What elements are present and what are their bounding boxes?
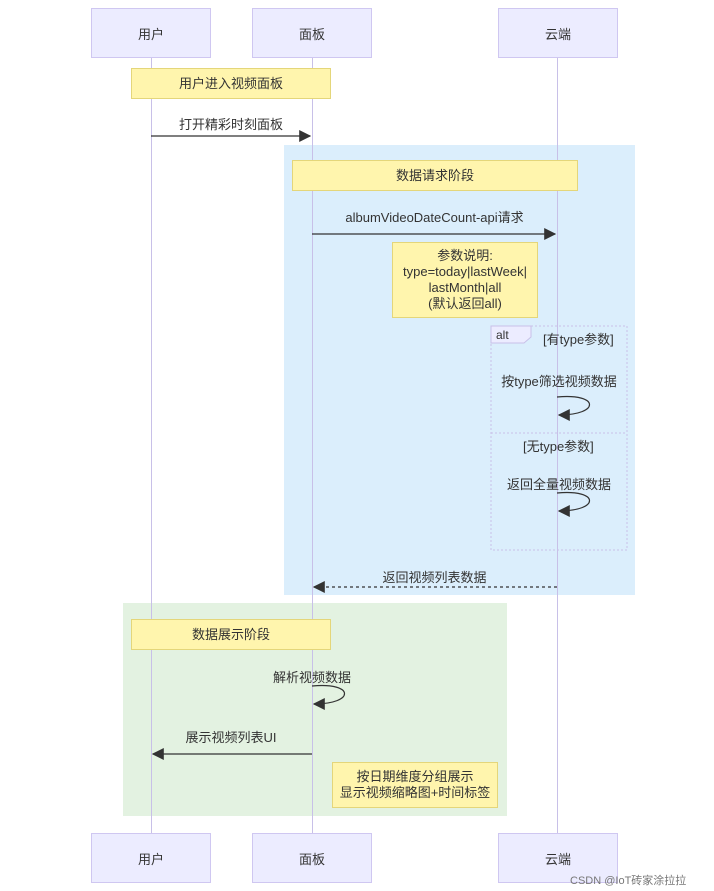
alt-label-tab bbox=[490, 325, 532, 344]
actor-cloud-bottom: 云端 bbox=[498, 833, 618, 883]
panel-lifeline bbox=[312, 58, 313, 834]
label-show-list-ui: 展示视频列表UI bbox=[185, 730, 277, 745]
label-api-request: albumVideoDateCount-api请求 bbox=[345, 210, 524, 225]
alt-condition-has-type: [有type参数] bbox=[543, 332, 614, 347]
user-lifeline bbox=[151, 58, 152, 834]
label-parse-data: 解析视频数据 bbox=[272, 670, 351, 685]
cloud-lifeline bbox=[557, 58, 558, 834]
alt-frame bbox=[490, 325, 628, 551]
actor-panel-bottom: 面板 bbox=[252, 833, 372, 883]
actor-user-top: 用户 bbox=[91, 8, 211, 58]
actor-user-bottom: 用户 bbox=[91, 833, 211, 883]
group-line-1: 按日期维度分组展示 bbox=[356, 769, 474, 784]
group-line-2: 显示视频缩略图+时间标签 bbox=[339, 785, 491, 800]
note-grouping: 按日期维度分组展示 显示视频缩略图+时间标签 bbox=[332, 762, 498, 808]
label-return-all: 返回全量视频数据 bbox=[506, 477, 611, 492]
note-display-stage: 数据展示阶段 bbox=[131, 619, 331, 650]
param-line-2: type=today|lastWeek| bbox=[403, 264, 527, 279]
alt-condition-no-type: [无type参数] bbox=[523, 439, 594, 454]
request-stage-region bbox=[284, 145, 635, 595]
param-line-1: 参数说明: bbox=[437, 248, 493, 263]
actor-panel-top: 面板 bbox=[252, 8, 372, 58]
parse-self-arrow bbox=[311, 684, 345, 710]
note-request-stage: 数据请求阶段 bbox=[292, 160, 578, 191]
param-line-3: lastMonth|all bbox=[428, 280, 502, 295]
label-open-highlights: 打开精彩时刻面板 bbox=[178, 117, 283, 132]
note-params: 参数说明: type=today|lastWeek| lastMonth|all… bbox=[392, 242, 538, 318]
label-return-list: 返回视频列表数据 bbox=[382, 570, 487, 585]
note-enter-panel: 用户进入视频面板 bbox=[131, 68, 331, 99]
actor-cloud-top: 云端 bbox=[498, 8, 618, 58]
param-line-4: (默认返回all) bbox=[428, 296, 502, 311]
filter-self-arrow bbox=[556, 395, 590, 421]
return-all-self-arrow bbox=[556, 491, 590, 517]
label-filter-by-type: 按type筛选视频数据 bbox=[501, 374, 617, 389]
footer-credit: CSDN @IoT砖家涂拉拉 bbox=[570, 875, 687, 887]
alt-keyword: alt bbox=[496, 328, 509, 342]
